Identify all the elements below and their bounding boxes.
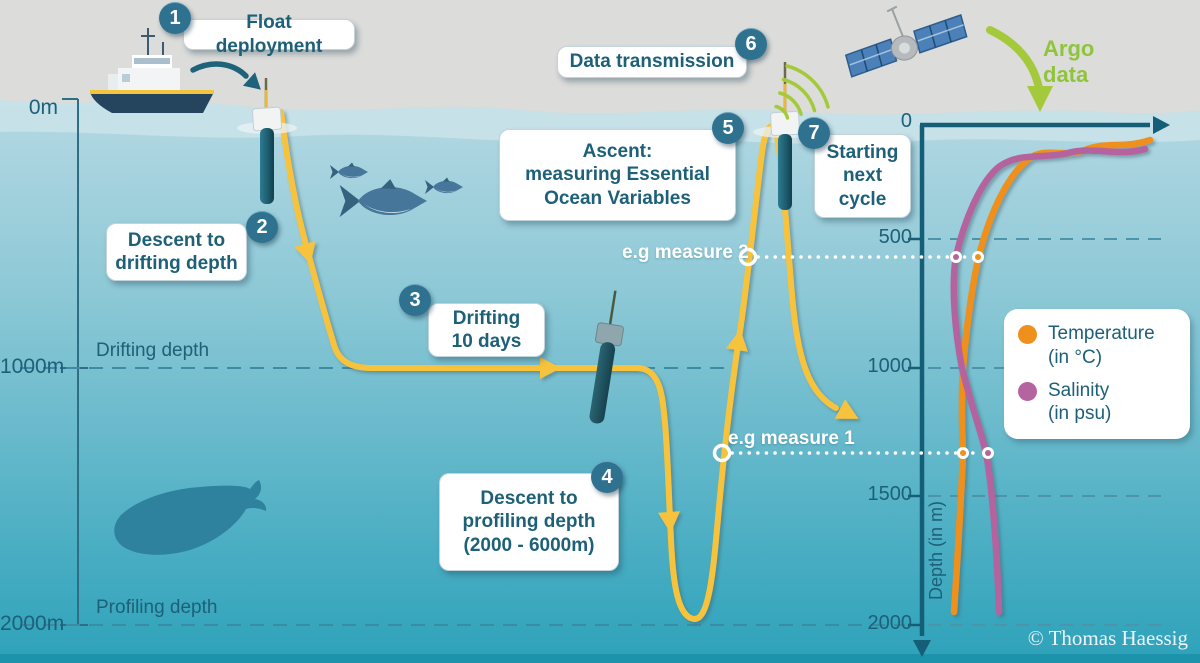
path-arrow-up [726,329,748,352]
chart-tick-1500: 1500 [867,483,913,505]
legend-temperature-label: Temperature [1048,323,1155,344]
chart-tick-1000: 1000 [867,355,913,377]
chart-legend: Temperature(in °C) Salinity(in psu) [1004,309,1190,439]
measure-1-label: e.g measure 1 [728,428,855,449]
curve-measure-dots [950,251,994,459]
argo-data-arrow-icon [986,26,1053,112]
legend-item-salinity: Salinity(in psu) [1018,379,1176,427]
credit-text: © Thomas Haessig [1027,626,1188,650]
depth-label-2000m: 2000m [0,612,65,635]
step-box-data-transmission: Data transmission [557,46,747,78]
depth-axis-label: Depth (in m) [926,500,946,601]
measure-1-marker [712,443,732,463]
legend-salinity-unit: (in psu) [1048,403,1112,425]
step-badge-2: 2 [246,211,278,243]
legend-salinity-label: Salinity [1048,379,1110,401]
chart-tick-0: 0 [900,110,912,132]
step-badge-3: 3 [399,284,431,316]
profiling-depth-label: Profiling depth [96,597,218,618]
step-badge-1: 1 [159,2,191,34]
whale-icon [114,480,267,555]
step-box-ascent: Ascent: measuring Essential Ocean Variab… [499,129,736,221]
salinity-dot-icon [1018,381,1037,401]
legend-temperature-text: Temperature(in °C) [1048,322,1155,370]
deployment-arrow-icon [190,61,261,90]
profile-curves [950,136,1154,616]
argo-data-label: Argo data [1043,36,1095,88]
measure-2-label: e.g measure 2 [622,242,749,263]
float-drifting-icon [589,290,624,424]
salinity-curve [950,145,1149,616]
drifting-depth-label: Drifting depth [96,340,210,361]
satellite-icon [844,5,968,78]
legend-temperature-unit: (in °C) [1048,346,1103,368]
chart-tick-500: 500 [878,226,912,248]
float-deployed-icon [237,78,297,204]
path-arrow-down-1 [294,241,316,265]
depth-label-0m: 0m [28,96,58,119]
path-arrow-next-cycle [834,399,859,419]
measure-2-marker [738,247,758,267]
legend-salinity-text: Salinity(in psu) [1048,379,1111,427]
step-badge-4: 4 [591,461,623,493]
step-box-float-deployment: Float deployment [183,12,355,57]
sea-surface-band [0,100,1200,145]
temperature-dot-icon [1018,325,1037,344]
step-badge-6: 6 [735,28,767,60]
ship-icon [90,28,214,113]
depth-label-1000m: 1000m [0,355,65,378]
step-badge-7: 7 [798,117,830,149]
step-badge-5: 5 [712,112,744,144]
path-arrow-down-2 [658,511,680,533]
step-box-drifting: Drifting 10 days [428,303,545,357]
seafloor-strip [0,654,1200,663]
chart-axes [908,116,1170,657]
signal-arcs-icon [774,64,830,120]
legend-item-temperature: Temperature(in °C) [1018,322,1176,370]
chart-tick-2000: 2000 [867,612,913,634]
measure-lines [712,247,982,463]
step-box-descent-drifting: Descent to drifting depth [106,223,247,281]
step-box-descent-profiling: Descent to profiling depth (2000 - 6000m… [439,473,619,571]
path-arrow-right [540,357,561,379]
step-box-next-cycle: Starting next cycle [814,134,911,218]
